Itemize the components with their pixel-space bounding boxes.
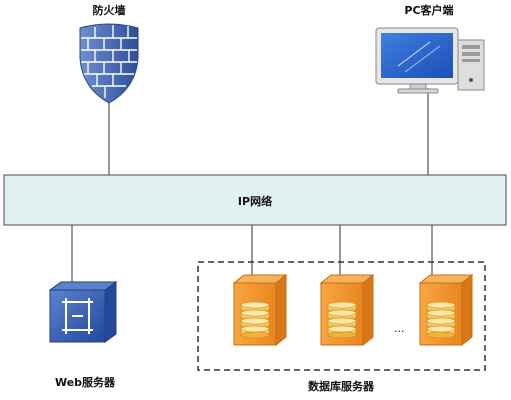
web-server-label: Web服务器 <box>54 376 116 389</box>
connection-lines <box>71 88 433 285</box>
firewall-label: 防火墙 <box>92 4 126 17</box>
database-server-icon <box>319 273 375 347</box>
db-ellipsis: ... <box>394 322 405 335</box>
pc-client-label: PC客户端 <box>404 4 454 17</box>
web-server-icon <box>48 281 118 343</box>
db-group-label: 数据库服务器 <box>308 380 374 393</box>
ip-network-bar <box>3 174 507 226</box>
database-server-icon <box>232 273 288 347</box>
ip-network-label: IP网络 <box>237 195 273 208</box>
db-group-box <box>197 261 486 371</box>
db-server-group <box>232 273 474 347</box>
database-server-icon <box>418 273 474 347</box>
desktop-computer-icon <box>375 27 485 94</box>
firewall-icon <box>79 23 139 104</box>
